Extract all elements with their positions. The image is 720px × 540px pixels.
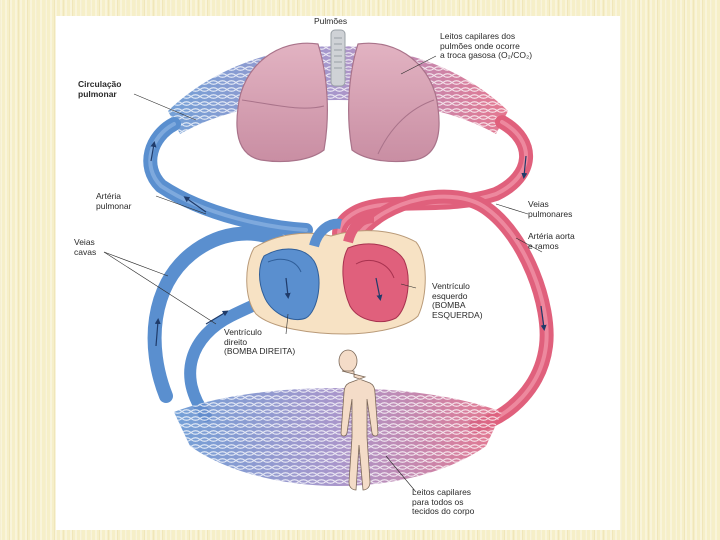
label-leitos-pulmoes: Leitos capilares dos pulmões onde ocorre… [440,31,533,60]
human-figure [338,349,379,491]
label-leitos-corpo: Leitos capilares para todos os tecidos d… [412,487,475,516]
heart-illustration [246,213,426,335]
label-arteria-aorta: Artéria aorta e ramos [528,231,575,251]
label-ventriculo-direito: Ventrículo direito (BOMBA DIREITA) [224,327,296,356]
vena-cava-superior [147,226,298,403]
label-pulmoes: Pulmões [314,16,348,26]
label-circulacao-pulmonar: Circulação pulmonar [78,79,122,99]
label-veias-cavas: Veias cavas [74,237,97,257]
lungs-illustration [236,29,440,163]
label-ventriculo-esquerdo: Ventrículo esquerdo (BOMBA ESQUERDA) [432,281,483,320]
body-capillary-bed [174,388,502,486]
diagram-panel: Pulmões Leitos capilares dos pulmões ond… [56,16,620,530]
flow-arrows [150,141,547,347]
label-arteria-pulmonar: Artéria pulmonar [96,191,132,211]
label-veias-pulmonares: Veias pulmonares [528,199,573,219]
pulmonary-capillary-bed [168,46,508,134]
leader-lines [103,55,543,493]
circulation-diagram [103,29,554,493]
